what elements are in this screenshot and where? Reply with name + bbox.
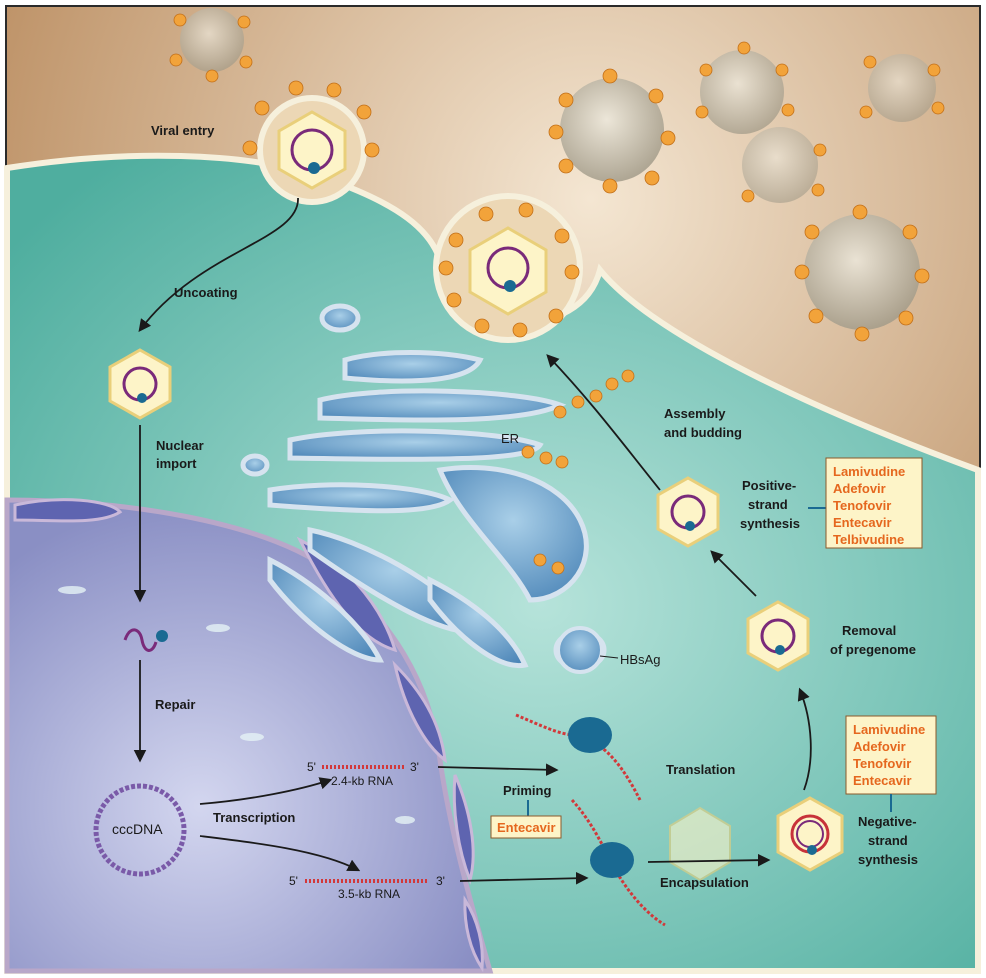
- nuclear-pore: [240, 733, 264, 741]
- label-rna-24kb: 2.4-kb RNA: [331, 774, 393, 788]
- label-repair: Repair: [155, 697, 195, 712]
- budding-virion-spikes: [438, 202, 580, 338]
- nuclear-envelope-fragment: [392, 660, 447, 764]
- label-er: ER: [501, 431, 519, 446]
- entering-virion-spikes: [242, 80, 380, 158]
- label-nuclear-import-2: import: [156, 456, 197, 471]
- positive-strand-capsid: [656, 476, 720, 548]
- pregenome-removal-capsid: [746, 600, 810, 672]
- nuclear-envelope-fragment: [463, 895, 484, 973]
- rna-24-five-prime: 5': [307, 760, 316, 774]
- label-positive-3: synthesis: [740, 516, 800, 531]
- drug-positive-4: Entecavir: [833, 515, 892, 530]
- label-negative-3: synthesis: [858, 852, 918, 867]
- drug-box-negative-strand: [845, 715, 937, 795]
- rcdna-genome: [123, 628, 168, 652]
- ribosome: [590, 842, 634, 878]
- budding-virion: [468, 226, 548, 316]
- arrow-transcription-24: [199, 777, 333, 805]
- drug-positive-5: Telbivudine: [833, 532, 904, 547]
- arrow-transcription-35: [199, 835, 361, 872]
- label-translation: Translation: [666, 762, 735, 777]
- label-uncoating: Uncoating: [174, 285, 238, 300]
- drug-negative-2: Adefovir: [853, 739, 906, 754]
- label-assembly-1: Assembly: [664, 406, 726, 421]
- rna-35-three-prime: 3': [436, 874, 445, 888]
- nuclear-pore: [395, 816, 415, 824]
- label-viral-entry: Viral entry: [151, 123, 215, 138]
- arrow-to-encapsulation: [459, 871, 589, 885]
- label-positive-1: Positive-: [742, 478, 796, 493]
- arrow-positive-strand: [710, 550, 757, 597]
- label-transcription: Transcription: [213, 810, 295, 825]
- nuclear-envelope-fragment: [13, 498, 123, 523]
- arrow-removal: [797, 687, 812, 791]
- endoplasmic-reticulum: [240, 303, 607, 671]
- drug-positive-1: Lamivudine: [833, 464, 905, 479]
- drug-priming-entecavir: Entecavir: [497, 820, 556, 835]
- arrow-encapsulation: [647, 853, 771, 867]
- drug-negative-1: Lamivudine: [853, 722, 925, 737]
- label-negative-2: strand: [868, 833, 908, 848]
- drug-negative-3: Tenofovir: [853, 756, 911, 771]
- rna-24-three-prime: 3': [410, 760, 419, 774]
- label-priming: Priming: [503, 783, 551, 798]
- cccdna-circle: [93, 783, 187, 877]
- drug-positive-3: Tenofovir: [833, 498, 891, 513]
- rna-35-five-prime: 5': [289, 874, 298, 888]
- nuclear-pore: [58, 586, 86, 594]
- label-nuclear-import-1: Nuclear: [156, 438, 204, 453]
- negative-strand-capsid: [776, 796, 844, 872]
- drug-negative-4: Entecavir: [853, 773, 912, 788]
- uncoated-capsid: [108, 348, 172, 420]
- arrow-assembly: [546, 354, 661, 491]
- drug-box-positive-strand: [825, 457, 923, 549]
- arrow-uncoating: [138, 197, 299, 333]
- label-removal-2: of pregenome: [830, 642, 916, 657]
- entering-virion: [257, 95, 367, 205]
- surface-spikes: [169, 13, 945, 342]
- label-positive-2: strand: [748, 497, 788, 512]
- label-cccdna: cccDNA: [112, 821, 163, 837]
- label-negative-1: Negative-: [858, 814, 917, 829]
- label-removal-1: Removal: [842, 623, 896, 638]
- drug-box-priming: [490, 815, 562, 839]
- label-hbsag: HBsAg: [620, 652, 660, 667]
- virion-cluster: [180, 8, 936, 330]
- arrow-translation: [437, 763, 559, 777]
- hbsag-vesicle: [556, 626, 604, 674]
- label-rna-35kb: 3.5-kb RNA: [338, 887, 400, 901]
- label-assembly-2: and budding: [664, 425, 742, 440]
- ribosome: [568, 717, 612, 753]
- hbsag-leader: [599, 655, 619, 659]
- label-encapsulation: Encapsulation: [660, 875, 749, 890]
- er-surface-proteins: [521, 369, 635, 575]
- drug-positive-2: Adefovir: [833, 481, 886, 496]
- nuclear-pore: [206, 624, 230, 632]
